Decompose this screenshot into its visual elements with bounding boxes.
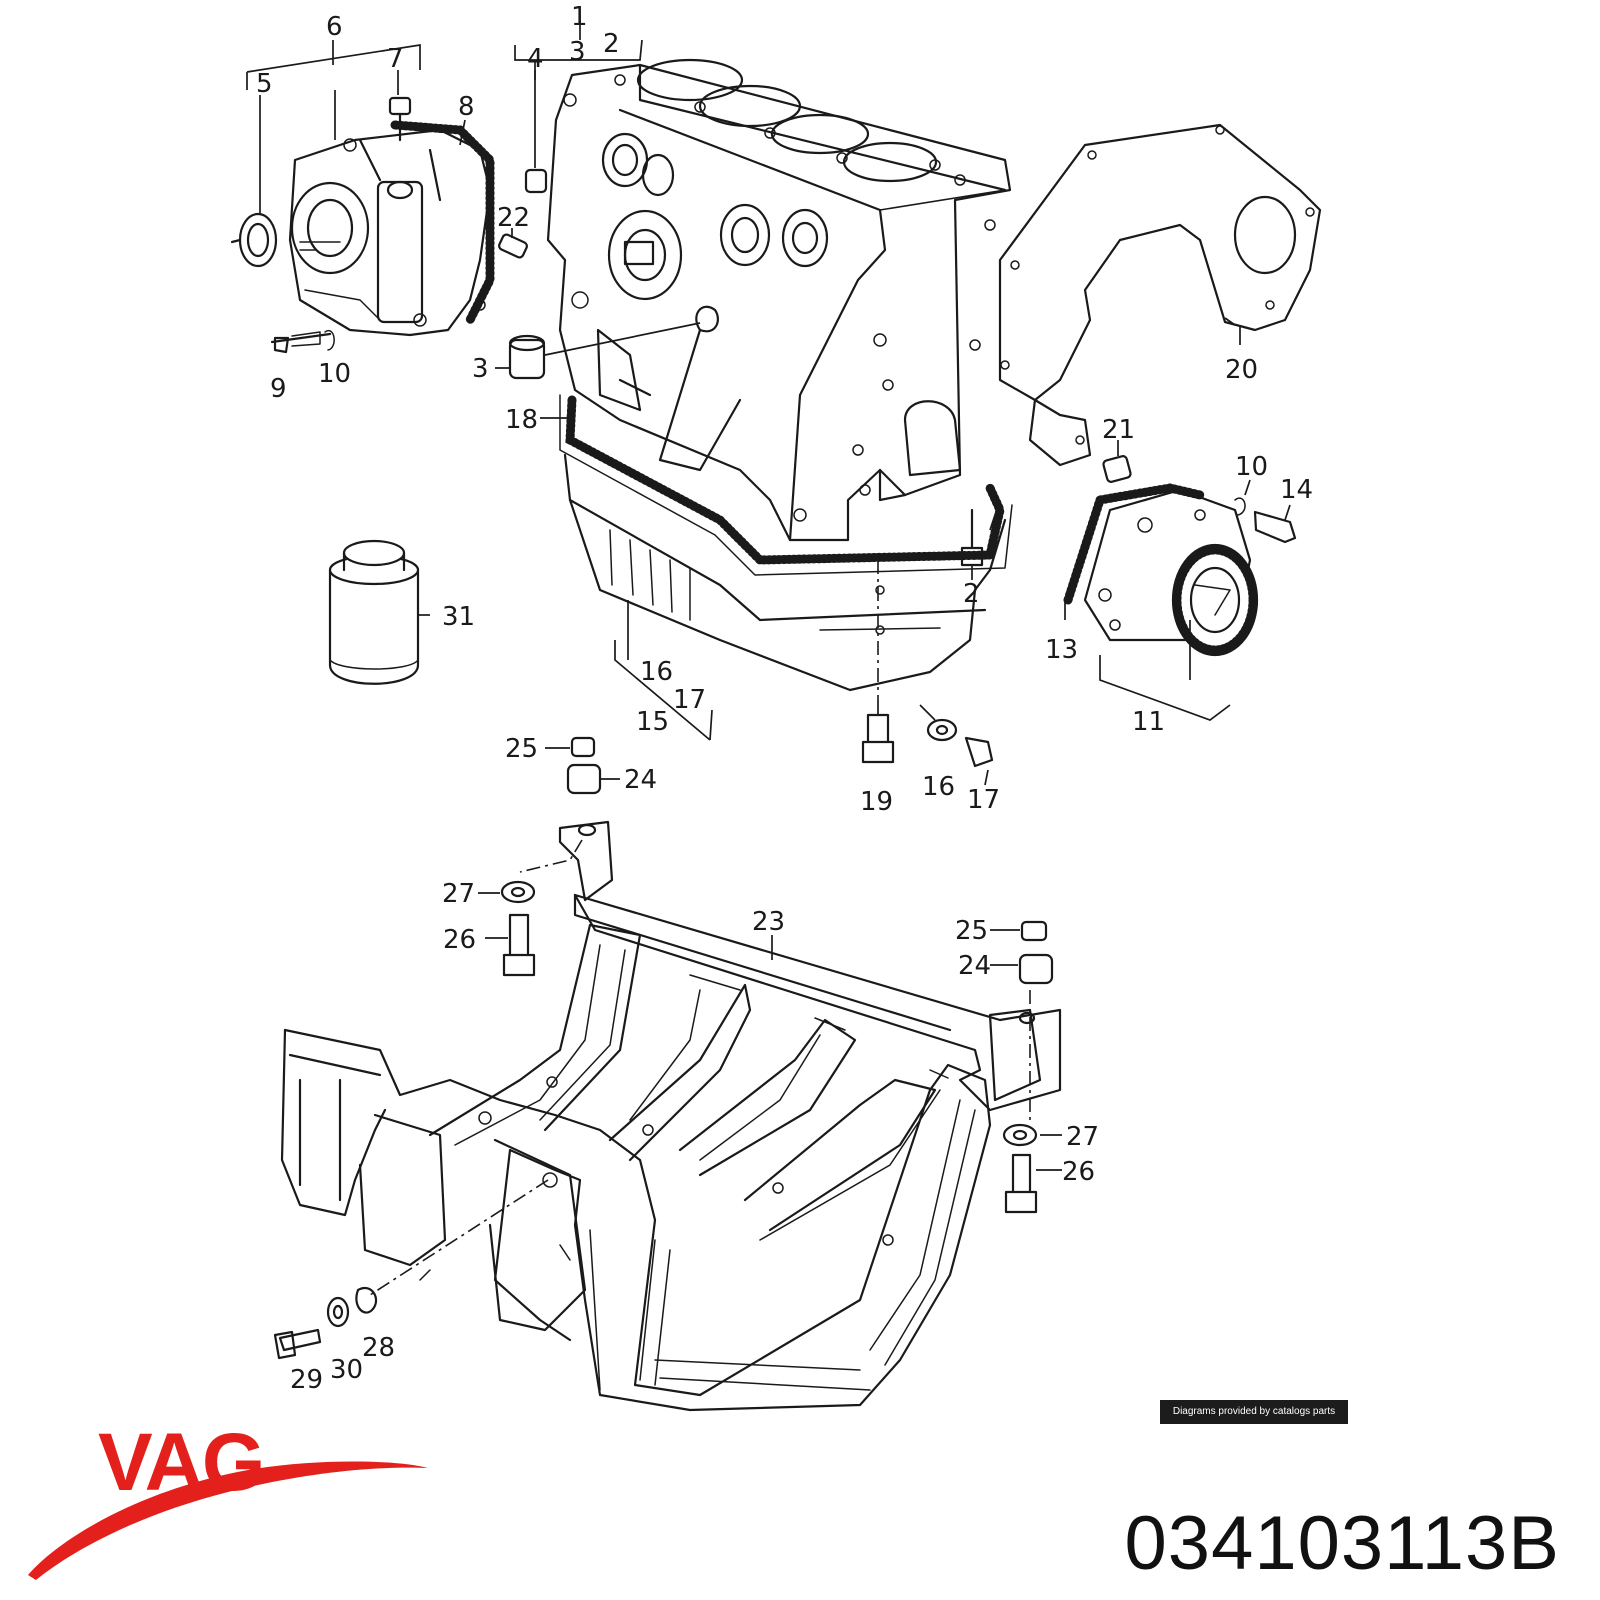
callout-26-right: 26	[1062, 1157, 1095, 1187]
callout-31: 31	[442, 602, 475, 632]
intermediate-plate	[998, 123, 1322, 467]
callout-21: 21	[1102, 415, 1135, 445]
callout-6: 6	[326, 12, 343, 42]
logo-wordmark: VAG	[98, 1420, 264, 1508]
callout-19: 19	[860, 787, 893, 817]
callout-11: 11	[1132, 707, 1165, 737]
callout-17-pan: 17	[673, 685, 706, 715]
part-number: 034103113B	[1124, 1501, 1560, 1586]
callout-3-left: 3	[472, 354, 489, 384]
callout-22: 22	[497, 203, 530, 233]
lower-left-hardware	[273, 1287, 378, 1360]
oil-filter	[328, 539, 420, 685]
callout-27-left: 27	[442, 879, 475, 909]
rear-seal-flange	[1063, 483, 1259, 657]
callout-23: 23	[752, 907, 785, 937]
engine-guard-plate	[280, 893, 1062, 1412]
callout-10-left: 10	[318, 359, 351, 389]
callout-1: 1	[571, 2, 588, 32]
leader-lines	[246, 20, 1291, 1171]
callout-2-top: 2	[603, 29, 620, 59]
vag-logo: VAG	[28, 1420, 428, 1580]
callout-10-right: 10	[1235, 452, 1268, 482]
callout-labels: 1 3 2 4 6 7 5 8 22 9 10 3 18 20 21 10 14…	[256, 2, 1313, 1395]
callout-15: 15	[636, 707, 669, 737]
callout-27-right: 27	[1066, 1122, 1099, 1152]
callout-17-drain: 17	[967, 785, 1000, 815]
callout-24-right: 24	[958, 951, 991, 981]
callout-9: 9	[270, 374, 287, 404]
callout-5: 5	[256, 69, 273, 99]
logo-swoosh	[28, 1461, 428, 1580]
callout-25-top: 25	[505, 734, 538, 764]
callout-2-pan: 2	[963, 579, 980, 609]
callout-26-left: 26	[443, 925, 476, 955]
callout-28: 28	[362, 1333, 395, 1363]
callout-29: 29	[290, 1365, 323, 1395]
callout-7: 7	[387, 44, 404, 74]
callout-30: 30	[330, 1355, 363, 1385]
oil-sump-gasket	[559, 394, 1013, 576]
callout-16-pan: 16	[640, 657, 673, 687]
callout-4: 4	[527, 44, 544, 74]
callout-24-top: 24	[624, 765, 657, 795]
cylinder-block	[546, 58, 1012, 542]
callout-25-right: 25	[955, 916, 988, 946]
callout-13: 13	[1045, 635, 1078, 665]
upper-bracket-hardware	[500, 736, 614, 977]
callout-18: 18	[505, 405, 538, 435]
callout-20: 20	[1225, 355, 1258, 385]
oil-sump	[563, 453, 1007, 741]
callout-8: 8	[458, 92, 475, 122]
callout-16-drain: 16	[922, 772, 955, 802]
oil-pump-assembly	[230, 96, 495, 354]
callout-14: 14	[1280, 475, 1313, 505]
diagram-credit-label: Diagrams provided by catalogs parts	[1160, 1400, 1348, 1424]
small-fasteners	[498, 168, 1297, 768]
callout-3-top: 3	[569, 37, 586, 67]
lower-right-hardware	[1002, 920, 1054, 1214]
